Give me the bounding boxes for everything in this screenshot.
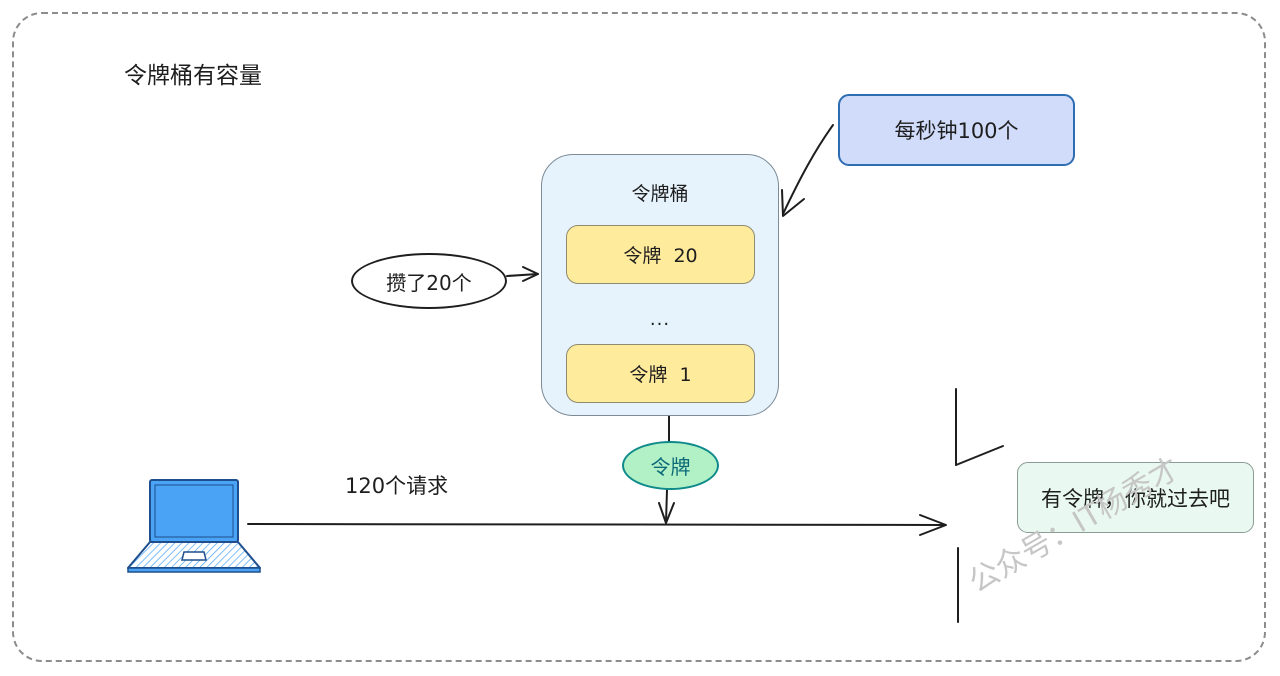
rate-arrow bbox=[782, 124, 834, 215]
diagram-frame bbox=[12, 12, 1266, 662]
request-arrow-head bbox=[919, 514, 947, 536]
bucket-title: 令牌桶 bbox=[631, 183, 689, 205]
token-oval: 令牌 bbox=[622, 441, 719, 490]
saved-tokens-oval: 攒了20个 bbox=[351, 253, 507, 309]
pass-box: 有令牌，你就过去吧 bbox=[1017, 462, 1254, 533]
request-label: 120个请求 bbox=[345, 474, 449, 498]
token-bucket: 令牌桶 令牌 20 ... 令牌 1 bbox=[541, 154, 779, 416]
rate-arrow-head bbox=[781, 189, 805, 217]
request-line bbox=[247, 523, 945, 526]
token-drop-line bbox=[665, 489, 668, 523]
token-drop-head bbox=[658, 502, 675, 524]
saved-arrow-head bbox=[522, 266, 539, 282]
saved-arrow bbox=[506, 273, 539, 277]
rate-box: 每秒钟100个 bbox=[838, 94, 1075, 166]
diagram-heading: 令牌桶有容量 bbox=[124, 63, 262, 89]
bucket-ellipsis: ... bbox=[649, 309, 671, 330]
token-item-1: 令牌 1 bbox=[566, 344, 755, 403]
gate-arm bbox=[955, 445, 1004, 466]
token-item-20: 令牌 20 bbox=[566, 225, 755, 284]
laptop-icon bbox=[127, 479, 261, 573]
